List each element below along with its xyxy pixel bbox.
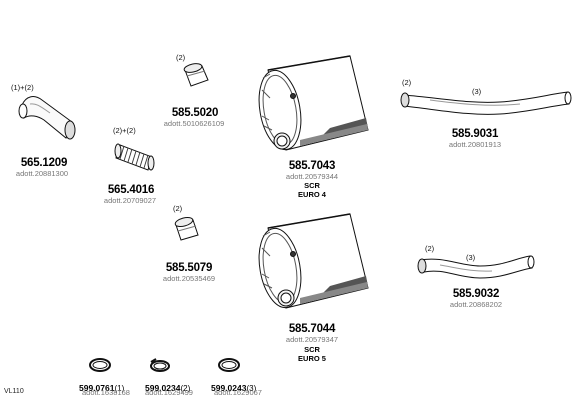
part-number-585-5020[interactable]: 585.5020 bbox=[171, 107, 219, 119]
clamp-number: 599.0761 bbox=[79, 383, 115, 393]
clamp-number: 599.0234 bbox=[145, 383, 181, 393]
silencer-585-7043[interactable] bbox=[253, 55, 369, 153]
clamp-599-0234[interactable] bbox=[150, 358, 170, 372]
tailpipe-585-9031[interactable] bbox=[400, 91, 572, 115]
part-qty-b-585-9032: (3) bbox=[466, 253, 476, 262]
clamp-alt-599-0234: adott.1629499 bbox=[145, 388, 193, 397]
part-number-585-9031[interactable]: 585.9031 bbox=[451, 128, 499, 140]
part-qty-585-5079: (2) bbox=[173, 204, 183, 213]
clamp-599-0761[interactable] bbox=[89, 358, 111, 372]
part-alt-585-5020: adott.5010626109 bbox=[163, 119, 225, 128]
part-note-scr-585-7044: SCR bbox=[304, 345, 320, 354]
part-alt-585-7043: adott.20579344 bbox=[285, 172, 339, 181]
part-number-565-4016[interactable]: 565.4016 bbox=[107, 184, 155, 196]
diagram-code: VL110 bbox=[4, 388, 24, 395]
bent-pipe-565-1209[interactable] bbox=[18, 96, 76, 140]
adapter-585-5020[interactable] bbox=[183, 62, 209, 87]
part-alt-565-4016: adott.20709027 bbox=[103, 196, 157, 205]
clamp-alt-599-0761: adott.1638168 bbox=[82, 388, 130, 397]
part-qty-a-585-9032: (2) bbox=[425, 244, 435, 253]
part-alt-585-9032: adott.20868202 bbox=[449, 300, 503, 309]
flex-pipe-565-4016[interactable] bbox=[114, 143, 155, 171]
part-number-585-5079[interactable]: 585.5079 bbox=[165, 262, 213, 274]
part-qty-565-1209: (1)+(2) bbox=[11, 83, 34, 92]
clamp-qty: (2) bbox=[180, 384, 191, 393]
part-note-euro-585-7043: EURO 4 bbox=[298, 190, 326, 199]
clamp-qty: (3) bbox=[246, 384, 257, 393]
part-number-585-7044[interactable]: 585.7044 bbox=[288, 323, 336, 335]
part-number-585-7043[interactable]: 585.7043 bbox=[288, 160, 336, 172]
part-note-euro-585-7044: EURO 5 bbox=[298, 354, 326, 363]
clamp-label-599-0761[interactable]: 599.0761(1) bbox=[79, 379, 124, 395]
adapter-585-5079[interactable] bbox=[174, 216, 199, 241]
part-qty-565-4016: (2)+(2) bbox=[113, 126, 136, 135]
part-qty-a-585-9031: (2) bbox=[402, 78, 412, 87]
part-alt-585-7044: adott.20579347 bbox=[285, 335, 339, 344]
clamp-label-599-0243[interactable]: 599.0243(3) bbox=[211, 379, 256, 395]
clamp-alt-599-0243: adott.1629067 bbox=[214, 388, 262, 397]
part-note-scr-585-7043: SCR bbox=[304, 181, 320, 190]
clamp-qty: (1) bbox=[114, 384, 125, 393]
clamp-599-0243[interactable] bbox=[218, 358, 240, 372]
clamp-label-599-0234[interactable]: 599.0234(2) bbox=[145, 379, 190, 395]
part-number-585-9032[interactable]: 585.9032 bbox=[452, 288, 500, 300]
silencer-585-7044[interactable] bbox=[253, 213, 369, 311]
clamp-number: 599.0243 bbox=[211, 383, 247, 393]
part-number-565-1209[interactable]: 565.1209 bbox=[20, 157, 68, 169]
part-qty-b-585-9031: (3) bbox=[472, 87, 482, 96]
tailpipe-585-9032[interactable] bbox=[417, 255, 535, 279]
part-qty-585-5020: (2) bbox=[176, 53, 186, 62]
part-alt-585-5079: adott.20535469 bbox=[162, 274, 216, 283]
part-alt-585-9031: adott.20801913 bbox=[448, 140, 502, 149]
part-alt-565-1209: adott.20881300 bbox=[15, 169, 69, 178]
